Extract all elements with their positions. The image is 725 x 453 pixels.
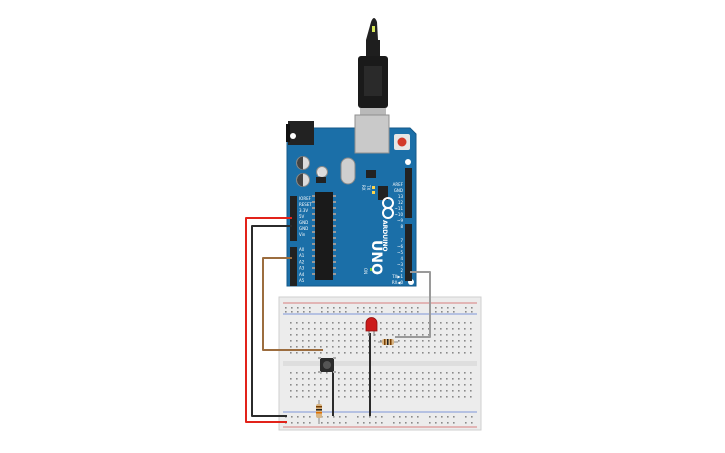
wire-gnd-black: [251, 225, 292, 417]
pin-label: IOREF: [299, 196, 312, 201]
digital-header-top: [405, 168, 412, 218]
dc-jack: [288, 121, 314, 145]
red-led: [365, 317, 378, 336]
pin-label: A5: [299, 278, 305, 283]
pin-label: ~6: [397, 244, 403, 249]
pin-label: 13: [398, 194, 404, 199]
pin-label: A2: [299, 259, 305, 264]
pin-label: 12: [398, 200, 404, 205]
arduino-logo-icon: [382, 197, 394, 219]
atmega-chip: [315, 192, 333, 280]
wires: [245, 217, 431, 423]
pin-label: ~11: [395, 206, 404, 211]
pin-label: A1: [299, 253, 305, 258]
rx-label: RX: [361, 185, 366, 191]
pin-label: A0: [299, 247, 305, 252]
pin-label: 5V: [299, 214, 305, 219]
pin-label: GND: [299, 220, 308, 225]
resistor-led: [378, 339, 398, 345]
power-header: [290, 196, 297, 241]
pin-label: 3.3V: [299, 208, 308, 213]
pin-label: A3: [299, 266, 305, 271]
pin-label: TX▶1: [391, 274, 403, 279]
pin-label: GND: [394, 188, 403, 193]
pin-label: GND: [299, 226, 308, 231]
pin-label: ~5: [397, 250, 403, 255]
pin-label: RESET: [299, 202, 312, 207]
pin-label: 8: [400, 224, 403, 229]
pin-label: A4: [299, 272, 305, 277]
on-label: ON: [363, 268, 368, 274]
digital-header-bottom: [405, 224, 412, 281]
analog-header: [290, 247, 297, 286]
pin-label: RX◀0: [392, 280, 404, 285]
pin-label: ~10: [395, 212, 404, 217]
crystal: [340, 157, 356, 185]
wire-a0-brown: [262, 257, 323, 351]
breadboard: [278, 296, 482, 431]
push-button: [318, 357, 336, 373]
arduino-uno-board: ARDUINO UNO TX RX L ON IOREFRESET3.3V5VG…: [286, 114, 417, 287]
pin-label: AREF: [393, 182, 404, 187]
usb-cable: [358, 18, 388, 120]
pin-label: ~9: [397, 218, 403, 223]
brand-label: ARDUINO: [381, 220, 388, 251]
pin-label: 7: [400, 238, 403, 243]
model-label: UNO: [368, 240, 384, 275]
pin-label: ~3: [397, 262, 403, 267]
l-label: L: [318, 172, 321, 177]
icsp-header: [378, 186, 388, 200]
usb-port: [354, 114, 390, 154]
wire-5v-red: [245, 217, 292, 423]
pin-label: 2: [400, 268, 403, 273]
pin-label: 4: [400, 256, 403, 261]
pin-label: Vin: [299, 232, 306, 237]
wire-d2-gray: [395, 271, 431, 338]
tx-label: TX: [366, 184, 371, 190]
resistor-pulldown: [316, 400, 322, 424]
